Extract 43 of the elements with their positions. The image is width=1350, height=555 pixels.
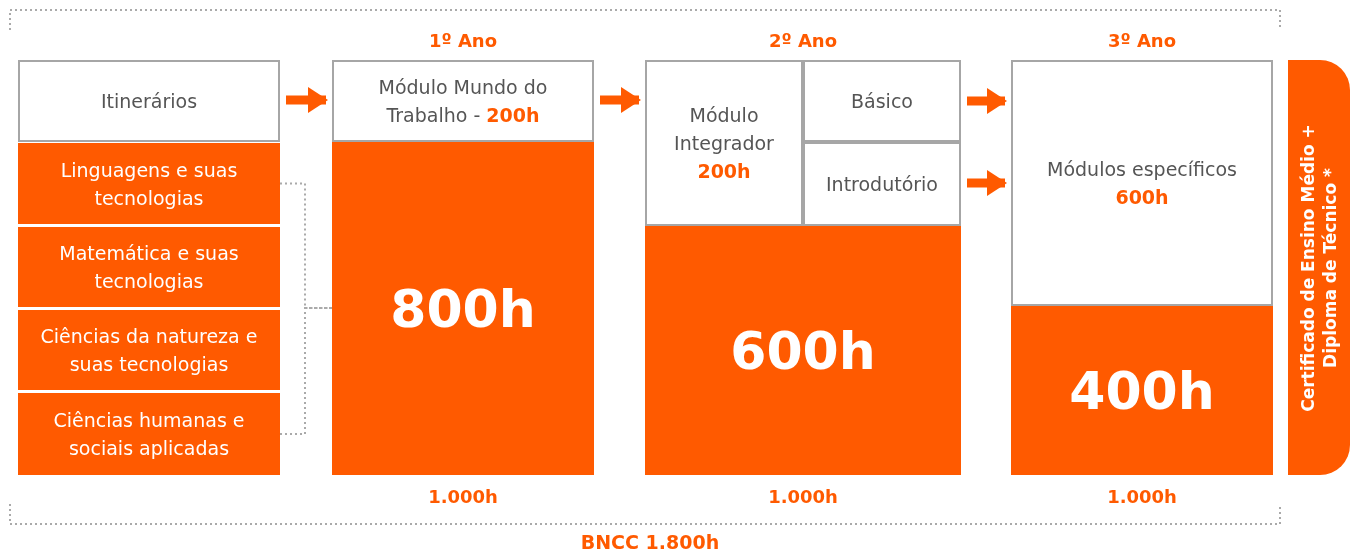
hours-block bbox=[332, 142, 594, 475]
box-label: Itinerários bbox=[99, 89, 199, 114]
hours-text: 600h bbox=[1114, 185, 1170, 210]
box-label: Ciências humanas e sociais aplicadas bbox=[52, 408, 246, 461]
hours-text: 600h bbox=[729, 320, 877, 381]
box-label: Ciências da natureza e suas tecnologias bbox=[39, 324, 259, 377]
hours-block bbox=[645, 226, 961, 475]
bracket-line bbox=[279, 307, 333, 435]
hours-block bbox=[1011, 306, 1273, 475]
box-label: Módulo Integrador bbox=[673, 103, 775, 156]
module-box bbox=[803, 60, 961, 142]
certificate-text: Certificado de Ensino Médio + Diploma de Técnico * bbox=[1297, 122, 1341, 414]
box-label: Básico bbox=[850, 89, 914, 114]
year-hours: 1.000h bbox=[427, 486, 499, 507]
total-hours-label: BNCC 1.800h bbox=[579, 531, 721, 553]
hours-text: 200h bbox=[696, 159, 752, 184]
box-label: Módulo Mundo do Trabalho - 200h bbox=[377, 75, 549, 128]
module-box bbox=[645, 60, 803, 226]
arrow bbox=[286, 87, 328, 113]
year-heading: 3º Ano bbox=[1106, 30, 1178, 51]
subject-box bbox=[18, 143, 280, 224]
subject-box bbox=[18, 393, 280, 475]
year-heading: 1º Ano bbox=[427, 30, 499, 51]
hours-text: 400h bbox=[1068, 360, 1216, 421]
box-label: Módulos específicos bbox=[1046, 157, 1238, 182]
arrow bbox=[600, 87, 641, 113]
box-label: Linguagens e suas tecnologias bbox=[59, 157, 239, 211]
hours-text: 800h bbox=[389, 278, 537, 339]
arrow bbox=[967, 170, 1007, 196]
module-box bbox=[803, 142, 961, 226]
arrow bbox=[967, 88, 1007, 114]
year-heading: 2º Ano bbox=[767, 30, 839, 51]
year-hours: 1.000h bbox=[1106, 486, 1178, 507]
subject-box bbox=[18, 60, 280, 142]
subject-box bbox=[18, 310, 280, 390]
certificate-tab bbox=[1288, 60, 1350, 475]
module-box bbox=[332, 60, 594, 142]
module-box bbox=[1011, 60, 1273, 306]
subject-box bbox=[18, 227, 280, 307]
bracket-line bbox=[279, 182, 333, 309]
box-label: Introdutório bbox=[825, 172, 939, 197]
box-label: Matemática e suas tecnologias bbox=[58, 241, 240, 294]
year-hours: 1.000h bbox=[767, 486, 839, 507]
